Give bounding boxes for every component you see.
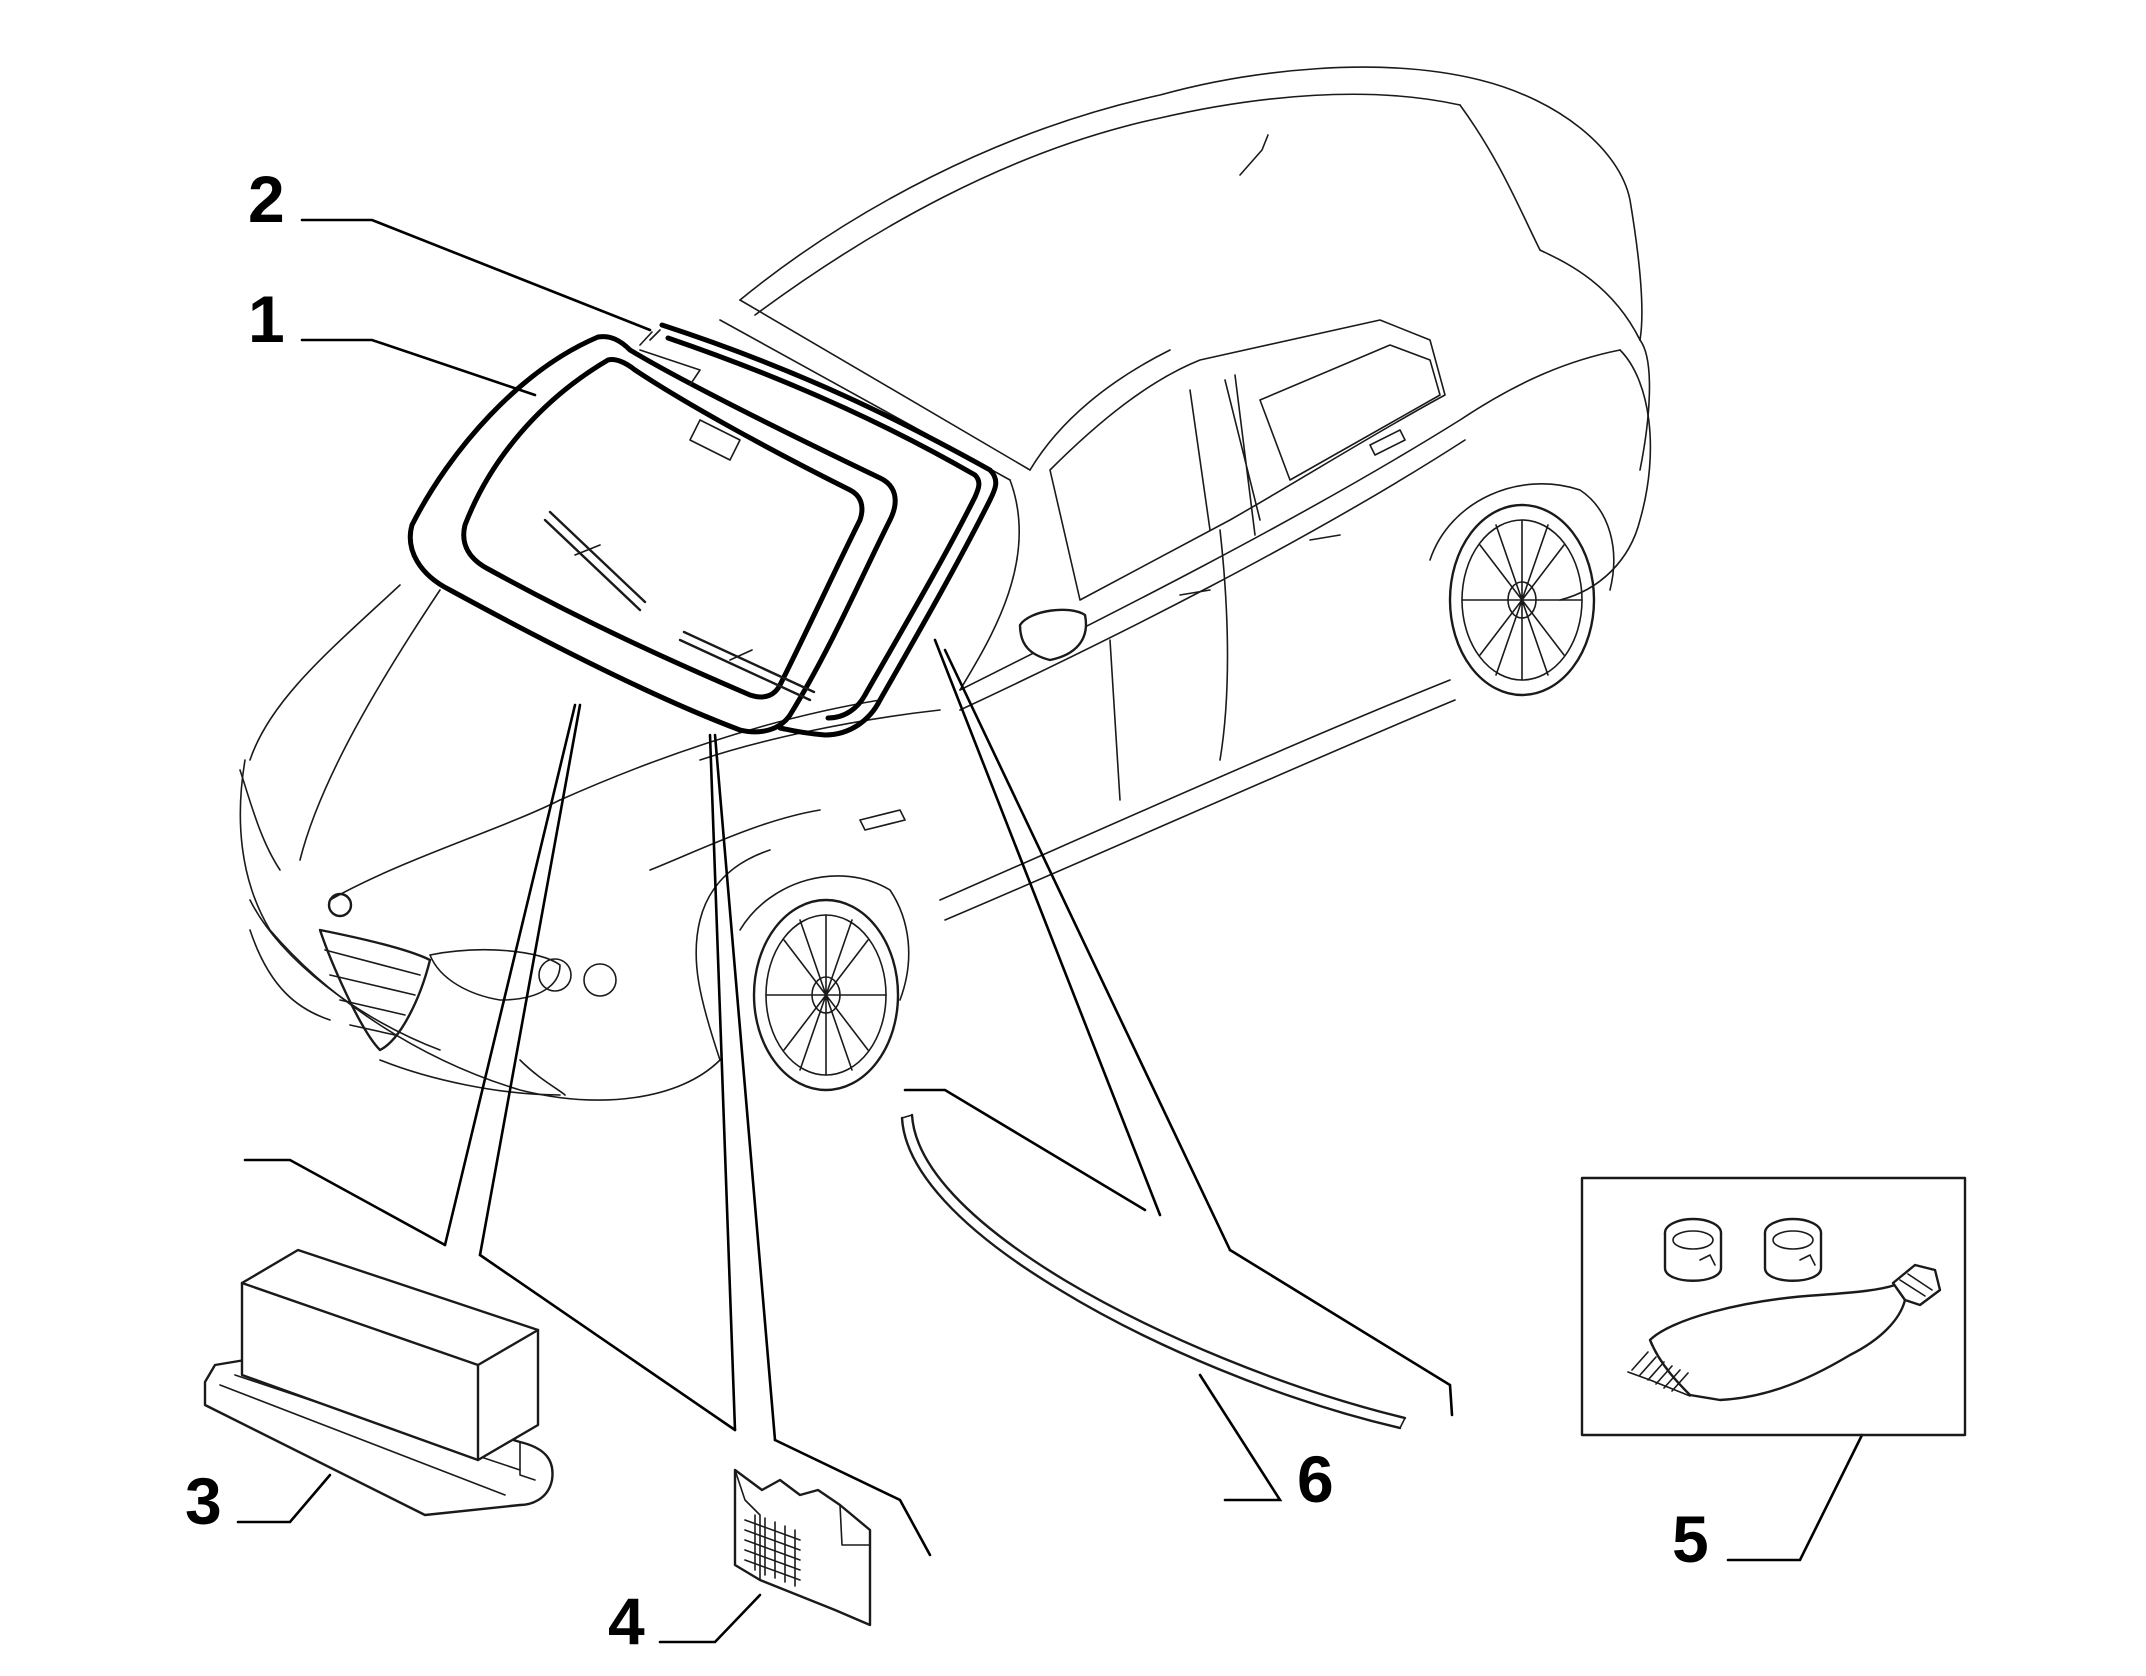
callout-1: 1: [248, 282, 285, 356]
front-wheel: [739, 875, 910, 1092]
leader-lines: [236, 218, 1864, 1644]
windscreen-part-1: [407, 334, 898, 735]
clip-teeth: [744, 1514, 801, 1587]
trim-strip-part-6: [900, 1113, 1407, 1430]
callout-3: 3: [185, 1464, 222, 1538]
rear-wheel: [1429, 483, 1615, 697]
car-illustration: [239, 66, 1652, 1101]
callout-2: 2: [248, 162, 285, 236]
callout-4: 4: [608, 1584, 645, 1658]
foam-block-part-3: [203, 1248, 554, 1517]
bonding-kit-part-5: [1580, 1176, 1967, 1437]
callout-6: 6: [1297, 1442, 1334, 1516]
callout-labels: 2 1 3 4 6 5: [185, 162, 1709, 1658]
clip-part-4: [733, 1468, 872, 1627]
windscreen-seal-part-2: [639, 322, 999, 738]
callout-5: 5: [1672, 1502, 1709, 1576]
